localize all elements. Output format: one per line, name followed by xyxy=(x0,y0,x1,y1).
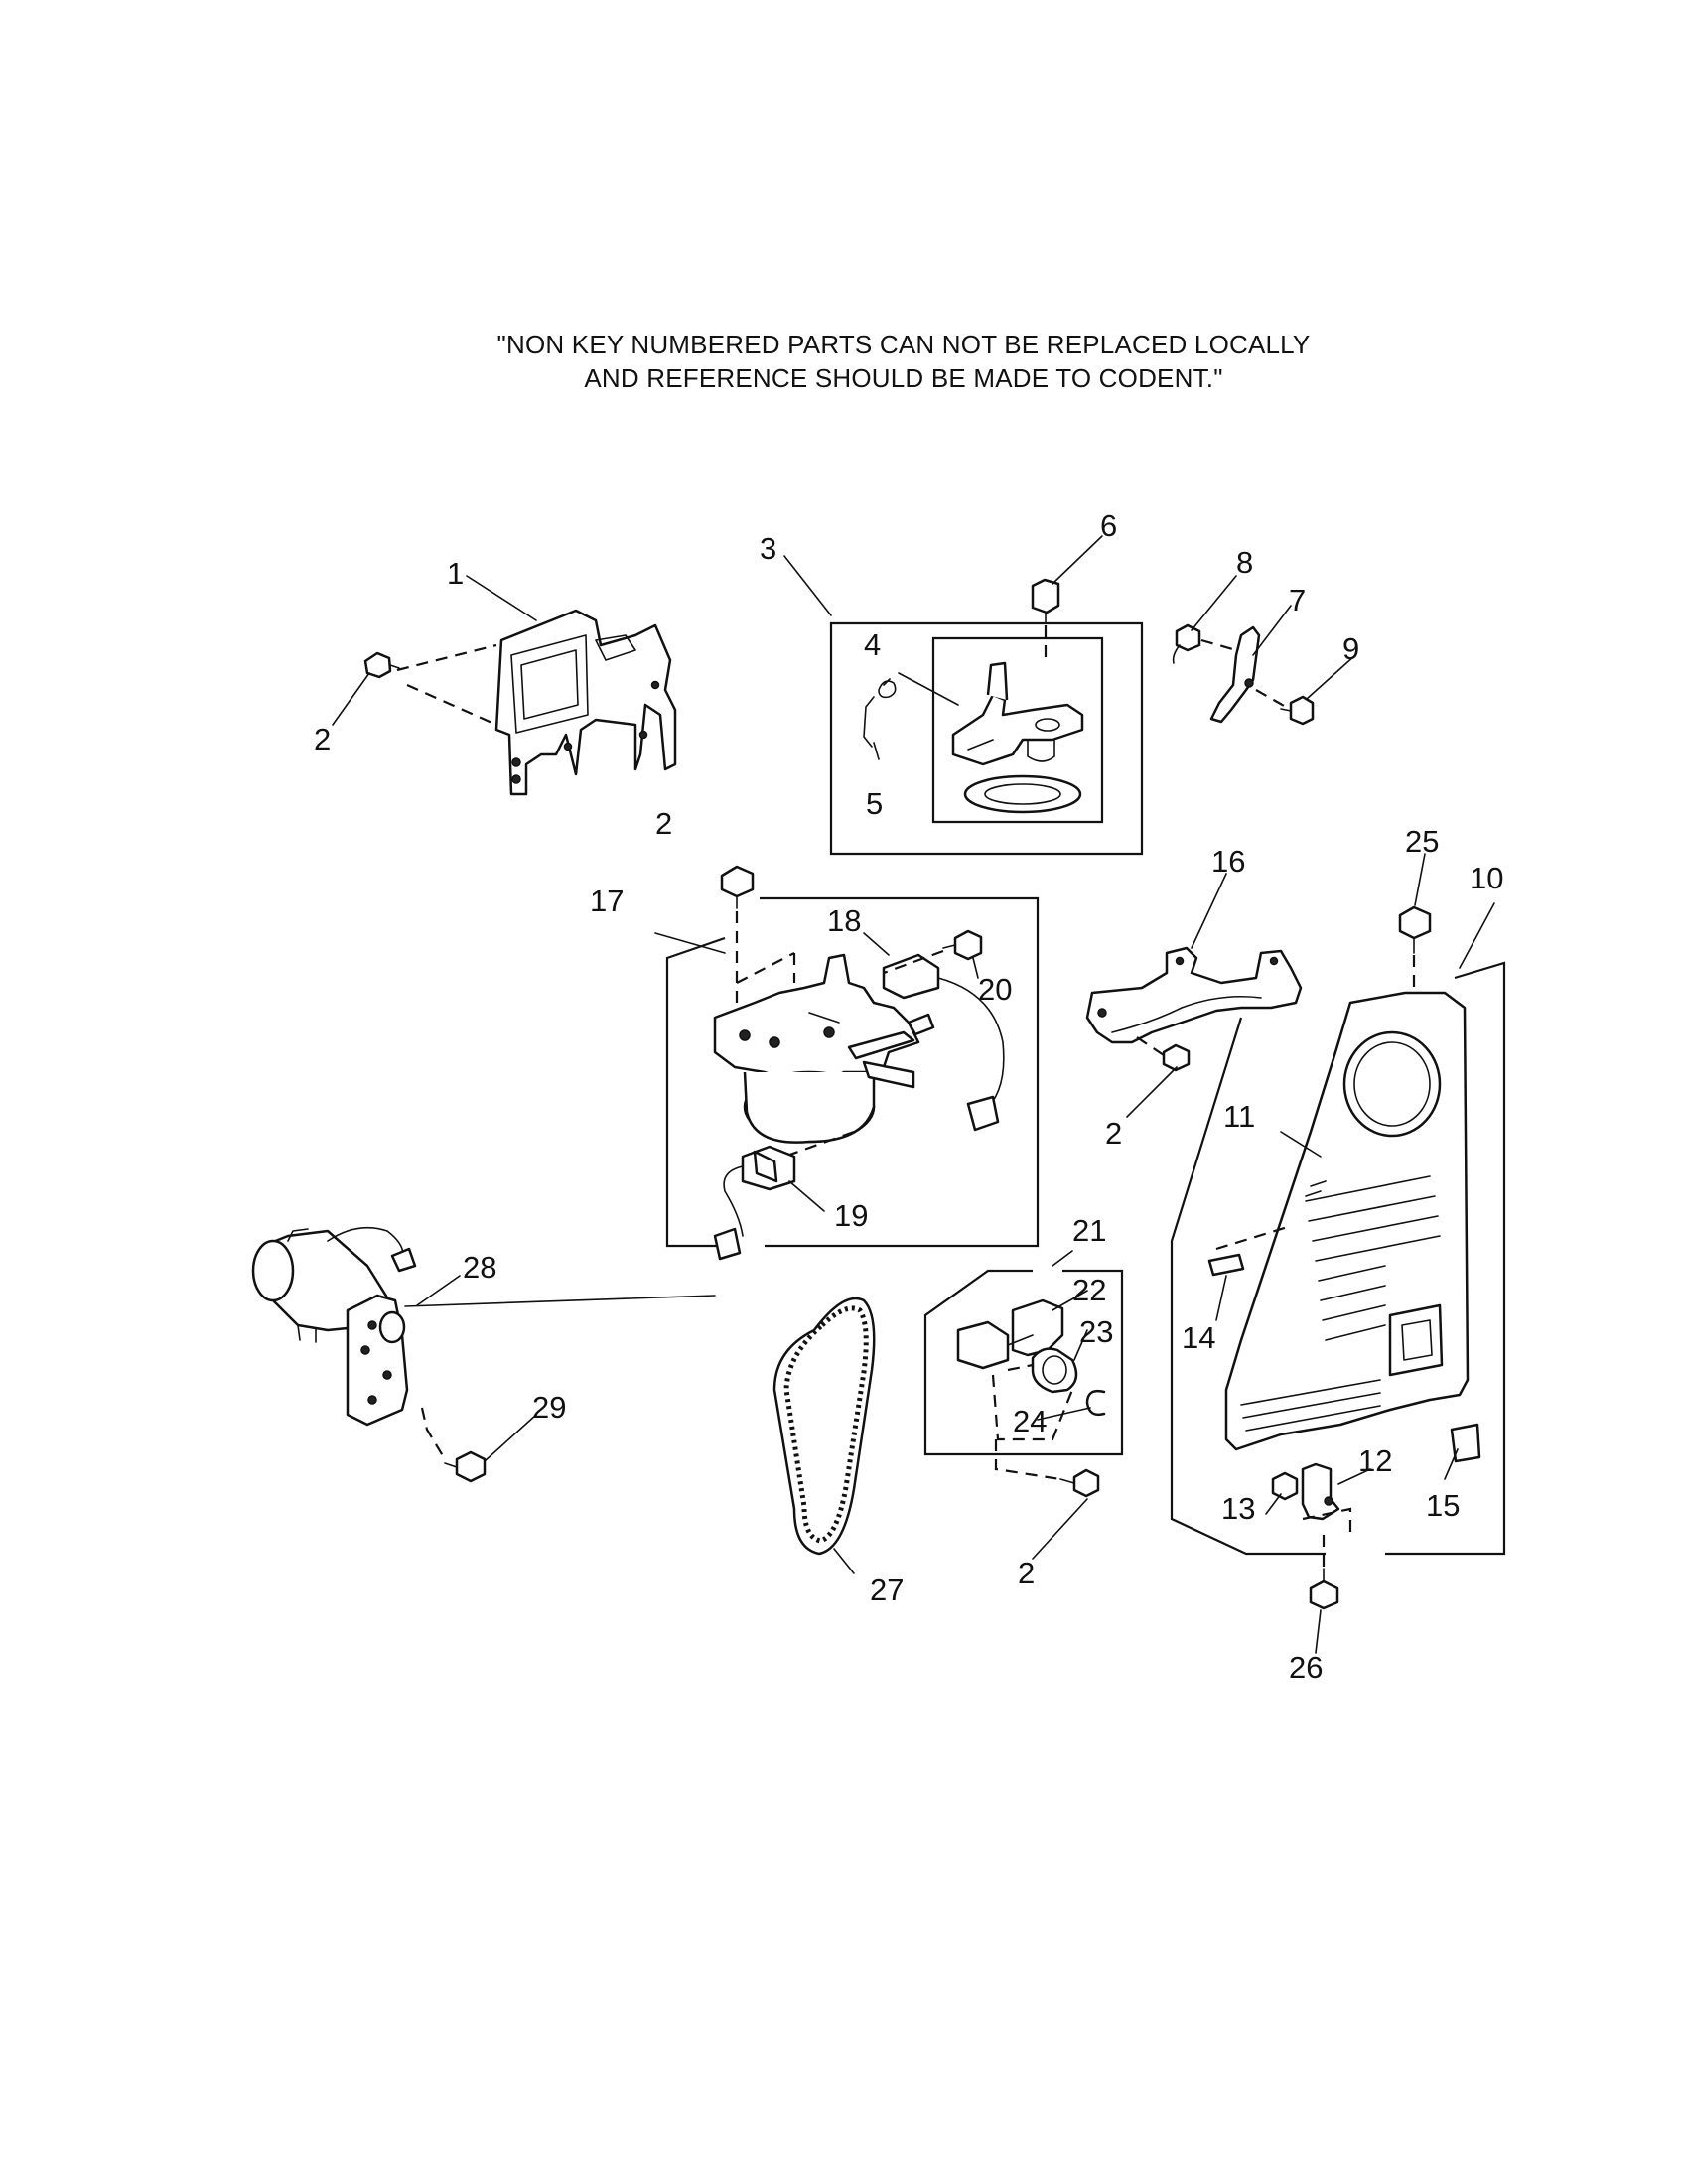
callout-5: 5 xyxy=(866,786,883,821)
part-4-lever xyxy=(951,661,1084,766)
callout-13: 13 xyxy=(1221,1491,1255,1526)
callout-27: 27 xyxy=(870,1572,904,1607)
callout-24: 24 xyxy=(1013,1404,1047,1438)
part-17-outline xyxy=(665,896,1040,1248)
part-9-screw xyxy=(1280,695,1315,726)
replacement-note: "NON KEY NUMBERED PARTS CAN NOT BE REPLA… xyxy=(298,328,1509,395)
note-line-2: AND REFERENCE SHOULD BE MADE TO CODENT." xyxy=(584,363,1223,393)
callout-17: 17 xyxy=(590,884,624,918)
leader-lines xyxy=(332,535,1495,1654)
part-26-screw xyxy=(1309,1568,1339,1610)
callout-numbers: 1 2 3 4 5 6 7 8 9 10 11 12 13 14 15 16 1… xyxy=(314,508,1503,1685)
assembly-line-1a xyxy=(396,643,497,672)
callout-4: 4 xyxy=(864,627,881,662)
assembly-line-1b xyxy=(406,683,497,727)
callout-18: 18 xyxy=(827,903,861,938)
callout-1: 1 xyxy=(447,556,464,591)
callout-6: 6 xyxy=(1100,508,1117,543)
assembly-line-20 xyxy=(883,949,944,975)
part-17-bracket xyxy=(713,953,920,1144)
part-1-bracket xyxy=(494,609,677,796)
callout-25: 25 xyxy=(1405,824,1439,859)
part-27-belt xyxy=(772,1297,876,1556)
callout-14: 14 xyxy=(1182,1320,1215,1355)
callout-19: 19 xyxy=(834,1198,868,1233)
part-5-spring xyxy=(863,678,897,748)
part-2-screw-lower xyxy=(1059,1468,1100,1498)
callout-23: 23 xyxy=(1079,1314,1113,1349)
part-14-label xyxy=(1207,1253,1245,1277)
part-4-outline xyxy=(931,636,1104,824)
part-2-screw-upper-left xyxy=(363,651,400,679)
part-6-pin xyxy=(1031,578,1060,624)
part-3-outline xyxy=(829,621,1144,856)
part-24-clip xyxy=(1085,1389,1106,1417)
callout-8: 8 xyxy=(1236,545,1253,580)
part-18-connector xyxy=(882,953,1005,1132)
callout-20: 20 xyxy=(978,972,1012,1007)
assembly-line-17b xyxy=(736,952,795,984)
callout-15: 15 xyxy=(1426,1488,1460,1523)
callout-12: 12 xyxy=(1358,1443,1392,1478)
part-22-bracket xyxy=(956,1298,1064,1370)
assembly-line-2-lower xyxy=(994,1439,1061,1481)
part-21-outline xyxy=(923,1269,1124,1456)
assembly-line-16 xyxy=(1136,1036,1165,1056)
callout-7: 7 xyxy=(1289,583,1306,617)
part-28-motor xyxy=(251,1226,417,1427)
callout-10: 10 xyxy=(1470,861,1503,895)
part-2-screw-center xyxy=(720,865,755,909)
callout-28: 28 xyxy=(463,1250,496,1285)
assembly-line-17c xyxy=(783,1130,855,1159)
callout-29: 29 xyxy=(532,1390,566,1425)
part-8-screw xyxy=(1172,623,1201,664)
part-4-washer xyxy=(963,774,1082,814)
callout-9: 9 xyxy=(1342,631,1359,666)
part-2-screw-right xyxy=(1162,1043,1191,1072)
assembly-line-9 xyxy=(1255,689,1287,708)
callout-2-center: 2 xyxy=(655,806,672,841)
callout-3: 3 xyxy=(760,531,776,566)
part-23-pulley xyxy=(1031,1347,1078,1394)
part-11-cover-panel xyxy=(1224,991,1470,1451)
callout-26: 26 xyxy=(1289,1650,1323,1685)
assembly-line-12 xyxy=(1302,1507,1352,1534)
part-12-latch xyxy=(1301,1462,1340,1521)
callout-21: 21 xyxy=(1072,1213,1106,1248)
callout-16: 16 xyxy=(1211,844,1245,879)
part-29-screw xyxy=(444,1450,487,1483)
part-16-cover xyxy=(1085,946,1303,1044)
part-25-screw xyxy=(1398,905,1432,954)
callout-11: 11 xyxy=(1223,1099,1255,1134)
assembly-line-29 xyxy=(420,1407,446,1460)
part-13-screw xyxy=(1271,1471,1299,1501)
note-line-1: "NON KEY NUMBERED PARTS CAN NOT BE REPLA… xyxy=(496,330,1311,359)
part-10-outline xyxy=(1170,961,1506,1556)
callout-2-right: 2 xyxy=(1105,1116,1122,1151)
part-20-screw xyxy=(942,929,983,961)
part-15-label xyxy=(1450,1423,1481,1463)
assembly-line-14 xyxy=(1215,1224,1292,1251)
callout-22: 22 xyxy=(1072,1273,1106,1307)
part-19-connector xyxy=(713,1145,796,1261)
callout-2-lower: 2 xyxy=(1018,1556,1035,1590)
part-7-lever xyxy=(1209,625,1261,724)
assembly-line-23 xyxy=(1007,1363,1034,1372)
assembly-line-8 xyxy=(1200,638,1237,652)
callout-2-upper-left: 2 xyxy=(314,722,331,756)
